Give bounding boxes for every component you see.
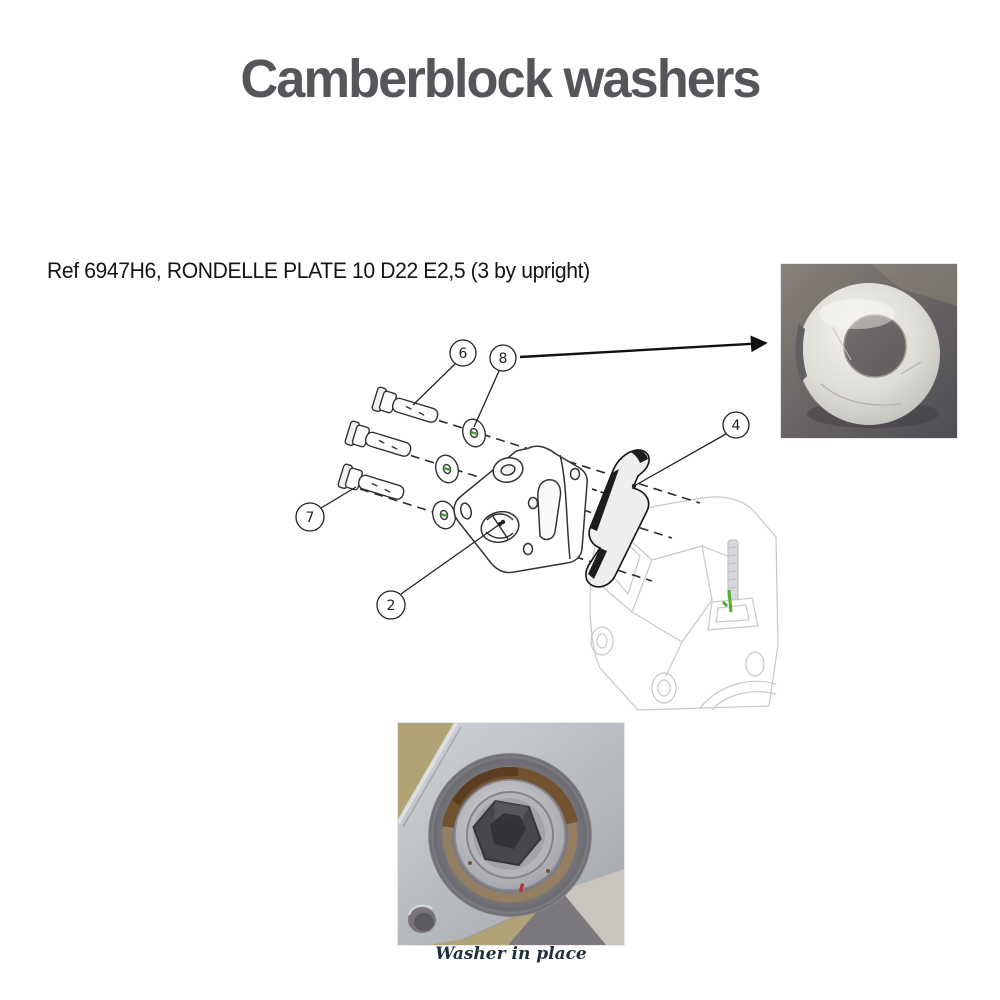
stud-faded (707, 539, 759, 631)
callout-2: 2 (376, 590, 406, 620)
svg-text:8: 8 (499, 351, 508, 367)
svg-text:6: 6 (459, 346, 468, 362)
exploded-diagram: 6 8 7 2 4 (295, 335, 779, 711)
drilled-hole (408, 904, 436, 933)
page-title: Camberblock washers (240, 49, 761, 109)
washer-large (798, 283, 941, 425)
washer-photo (781, 264, 957, 438)
bolt-3 (337, 463, 405, 500)
camberblock-bracket (453, 445, 588, 574)
washer-in-place-photo (398, 723, 624, 945)
green-highlight (721, 589, 733, 613)
washer-small-1 (461, 418, 487, 448)
callout-4: 4 (722, 411, 750, 439)
red-mark (519, 883, 525, 893)
washer-small-2 (434, 454, 460, 484)
bolt-2 (344, 420, 412, 457)
callout-7: 7 (295, 502, 325, 532)
svg-text:2: 2 (387, 598, 396, 614)
callout-leaders (320, 363, 727, 595)
callout-6: 6 (449, 339, 477, 367)
arrow-to-washer-photo (519, 335, 768, 359)
callout-8: 8 (489, 344, 517, 372)
svg-text:4: 4 (732, 418, 741, 434)
bolt-1 (371, 386, 439, 423)
svg-text:7: 7 (306, 510, 315, 526)
reference-text: Ref 6947H6, RONDELLE PLATE 10 D22 E2,5 (… (47, 258, 590, 283)
upright-faded-drawing (589, 496, 779, 711)
counterbore (428, 753, 592, 917)
photo-caption: Washer in place (435, 944, 587, 964)
washer-small-3 (431, 500, 457, 530)
